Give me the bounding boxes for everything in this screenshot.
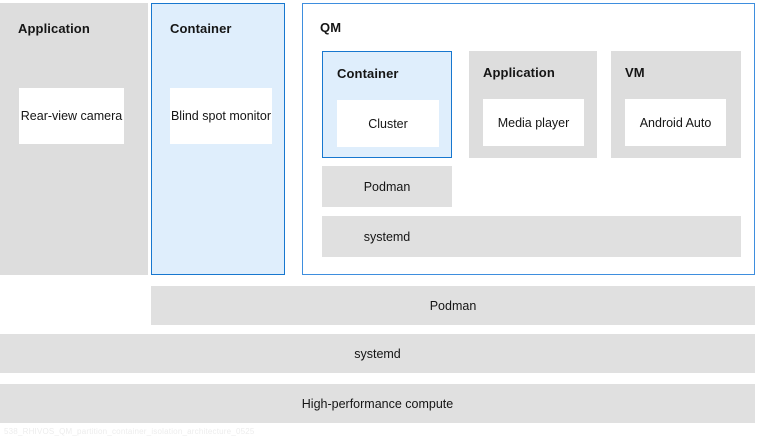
column-container-title: Container (170, 21, 232, 36)
column-qm-title: QM (320, 20, 342, 35)
host-band-systemd: systemd (0, 334, 755, 373)
leaf-blind-spot-monitor: Blind spot monitor (170, 88, 272, 144)
host-band-high-performance-compute: High-performance compute (0, 384, 755, 423)
qm-block-container: Container Cluster (322, 51, 452, 158)
host-band-podman: Podman (151, 286, 755, 325)
qm-band-podman: Podman (322, 166, 452, 207)
column-application: Application Rear-view camera (0, 3, 148, 275)
qm-leaf-media-player: Media player (483, 99, 584, 146)
column-application-title: Application (18, 21, 90, 36)
qm-band-systemd-label: systemd (363, 229, 411, 244)
qm-leaf-cluster: Cluster (337, 100, 439, 147)
diagram-caption: 538_RHIVOS_QM_partition_container_isolat… (4, 427, 255, 436)
qm-block-application: Application Media player (469, 51, 597, 158)
leaf-rear-view-camera: Rear-view camera (19, 88, 124, 144)
qm-block-application-title: Application (483, 65, 555, 80)
qm-block-vm: VM Android Auto (611, 51, 741, 158)
qm-block-vm-title: VM (625, 65, 645, 80)
qm-band-systemd: systemd (322, 216, 741, 257)
column-qm: QM Container Cluster Application Media p… (302, 3, 755, 275)
qm-leaf-android-auto: Android Auto (625, 99, 726, 146)
qm-block-container-title: Container (337, 66, 399, 81)
column-container: Container Blind spot monitor (151, 3, 285, 275)
